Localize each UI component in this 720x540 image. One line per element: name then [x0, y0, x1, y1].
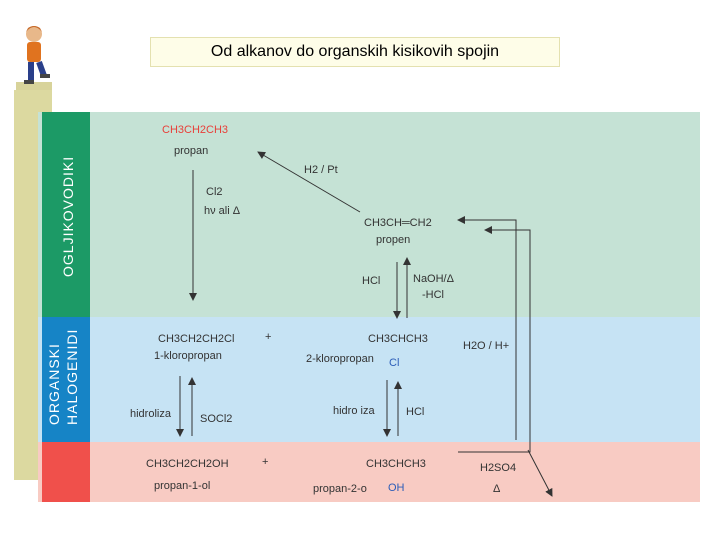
hydrocarbons-tab: OGLJIKOVODIKI [42, 112, 90, 317]
alcohols-tab [42, 442, 90, 502]
diagram-panel [38, 112, 700, 502]
hidroliza-right-label: hidro iza [333, 405, 375, 417]
arrow-dehydration-loop [458, 226, 531, 453]
alcohols-band [38, 442, 700, 502]
propene-formula: CH3CH═CH2 [364, 217, 432, 229]
delta-label: Δ [493, 483, 501, 495]
arrow-dehydration-out [527, 449, 553, 497]
naoh-label: NaOH/Δ [413, 273, 454, 285]
halides-tab: ORGANSKI HALOGENIDI [42, 317, 90, 442]
arrow-propene-to-propane [257, 151, 361, 213]
propane-name: propan [174, 145, 209, 157]
plus-sign-2: + [262, 456, 269, 468]
chloropropane2-name: 2-kloropropan [306, 353, 374, 365]
propanol1-name: propan-1-ol [154, 480, 211, 492]
chloropropane2-formula: CH3CHCH3 [368, 333, 428, 345]
h2-pt-label: H2 / Pt [304, 164, 338, 176]
hidroliza-left-label: hidroliza [130, 408, 171, 420]
page-title: Od alkanov do organskih kisikovih spojin [150, 37, 560, 67]
socl2-label: SOCl2 [200, 413, 233, 425]
propanol2-formula: CH3CHCH3 [366, 458, 426, 470]
hcl-left-label: HCl [362, 275, 381, 287]
propene-name: propen [376, 234, 411, 246]
hv-label: hν ali Δ [204, 205, 241, 217]
minus-hcl-label: -HCl [422, 289, 444, 301]
oh-substituent: OH [388, 482, 405, 494]
h2o-h-label: H2O / H+ [463, 340, 510, 352]
propanol2-name: propan-2-o [313, 483, 367, 495]
cl-substituent: Cl [389, 357, 400, 369]
chloropropane1-formula: CH3CH2CH2Cl [158, 333, 235, 345]
h2so4-label: H2SO4 [480, 462, 517, 474]
chloropropane1-name: 1-kloropropan [154, 350, 222, 362]
propanol1-formula: CH3CH2CH2OH [146, 458, 229, 470]
hydrocarbons-band [38, 112, 700, 317]
arrow-hydration-loop [457, 216, 517, 440]
propane-formula: CH3CH2CH3 [162, 124, 229, 136]
hcl-right-label: HCl [406, 406, 425, 418]
halides-band [38, 317, 700, 442]
cl2-label: Cl2 [206, 186, 223, 198]
plus-sign-1: + [265, 331, 272, 343]
